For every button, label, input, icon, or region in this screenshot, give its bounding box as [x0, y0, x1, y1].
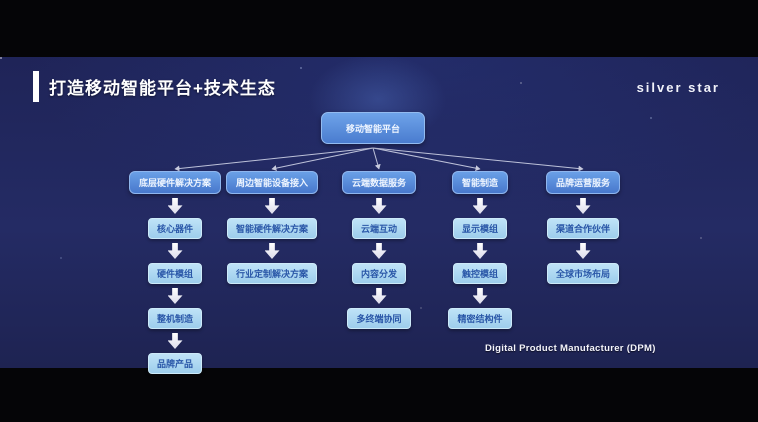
flow-column: 周边智能设备接入智能硬件解决方案行业定制解决方案 [207, 171, 337, 284]
down-arrow-icon [167, 198, 183, 214]
down-arrow-icon [472, 288, 488, 304]
flow-column: 底层硬件解决方案核心器件硬件模组整机制造品牌产品 [110, 171, 240, 374]
flow-child-node: 触控模组 [452, 263, 507, 284]
flow-column: 云端数据服务云端互动内容分发多终端协同 [314, 171, 444, 329]
flow-child-node: 渠道合作伙伴 [546, 218, 619, 239]
down-arrow-icon [167, 333, 183, 349]
down-arrow-icon [371, 243, 387, 259]
flow-column: 智能制造显示模组触控模组精密结构件 [415, 171, 545, 329]
slide-title: 打造移动智能平台+技术生态 [49, 79, 276, 98]
down-arrow-icon [167, 243, 183, 259]
flow-child-node: 品牌产品 [147, 353, 202, 374]
flow-child-node: 内容分发 [351, 263, 406, 284]
flow-child-node: 全球市场布局 [546, 263, 619, 284]
down-arrow-icon [472, 198, 488, 214]
down-arrow-icon [472, 243, 488, 259]
flow-root-node: 移动智能平台 [321, 112, 425, 144]
down-arrow-icon [264, 243, 280, 259]
flow-child-node: 智能硬件解决方案 [226, 218, 317, 239]
letterbox-bottom [0, 368, 758, 422]
flow-header-node: 品牌运营服务 [545, 171, 620, 194]
flow-column: 品牌运营服务渠道合作伙伴全球市场布局 [518, 171, 648, 284]
down-arrow-icon [575, 243, 591, 259]
flow-child-node: 整机制造 [147, 308, 202, 329]
flow-child-node: 行业定制解决方案 [226, 263, 317, 284]
title-accent-bar [33, 71, 39, 102]
flow-child-node: 多终端协同 [347, 308, 411, 329]
down-arrow-icon [167, 288, 183, 304]
footer-caption: Digital Product Manufacturer (DPM) [485, 343, 656, 354]
down-arrow-icon [371, 288, 387, 304]
flow-child-node: 核心器件 [147, 218, 202, 239]
flow-header-node: 周边智能设备接入 [225, 171, 318, 194]
down-arrow-icon [264, 198, 280, 214]
flow-header-node: 智能制造 [451, 171, 508, 194]
down-arrow-icon [371, 198, 387, 214]
flow-child-node: 显示模组 [452, 218, 507, 239]
flow-child-node: 云端互动 [351, 218, 406, 239]
silver-star-logo: silver star [636, 80, 720, 95]
flow-child-node: 硬件模组 [147, 263, 202, 284]
flow-header-node: 底层硬件解决方案 [128, 171, 221, 194]
presentation-slide: 打造移动智能平台+技术生态 silver star 移动智能平台 底层硬件解决方… [0, 57, 758, 374]
flow-child-node: 精密结构件 [448, 308, 512, 329]
letterbox-top [0, 0, 758, 57]
down-arrow-icon [575, 198, 591, 214]
starfield-decoration [0, 57, 2, 59]
connector-lines [174, 147, 584, 172]
flow-header-node: 云端数据服务 [341, 171, 416, 194]
